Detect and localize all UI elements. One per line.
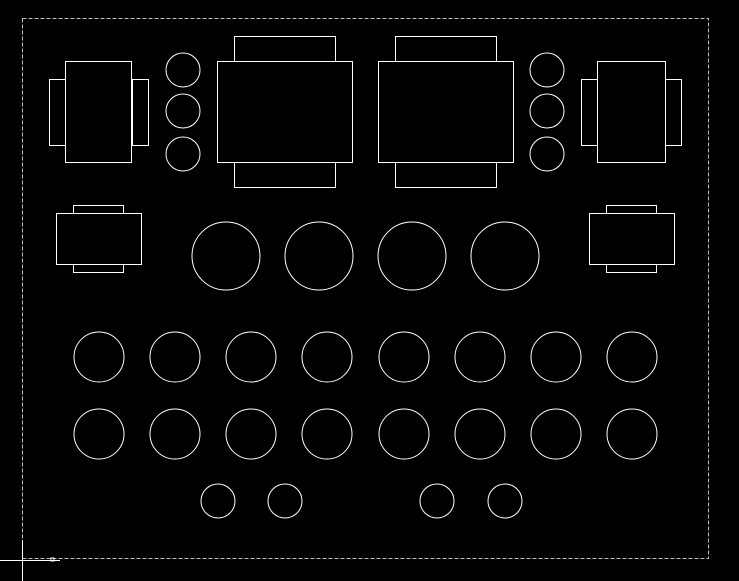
- round-table-medium-1-1: [73, 331, 125, 383]
- small-armchair-back-bottom: [606, 264, 657, 273]
- stool-right-1: [529, 52, 565, 88]
- round-stool-small-1: [200, 483, 236, 519]
- sofa-back-bottom: [395, 162, 497, 188]
- stool-right-3: [529, 136, 565, 172]
- small-armchair-seat: [56, 213, 142, 265]
- small-armchair-back-bottom: [73, 264, 124, 273]
- armchair-arm-right: [665, 79, 682, 146]
- round-stool-small-4: [487, 483, 523, 519]
- round-table-medium-2-8: [606, 408, 658, 460]
- round-table-medium-1-5: [378, 331, 430, 383]
- round-table-medium-1-4: [301, 331, 353, 383]
- round-table-medium-2-1: [73, 408, 125, 460]
- small-armchair-back-top: [73, 205, 124, 214]
- round-table-medium-2-6: [454, 408, 506, 460]
- round-table-large-2: [284, 221, 354, 291]
- round-table-row-2: [73, 408, 658, 460]
- round-table-medium-2-4: [301, 408, 353, 460]
- armchair-arm-left: [49, 79, 66, 146]
- small-armchair-left: [56, 205, 142, 273]
- armchair-top-right: [581, 61, 682, 163]
- round-table-medium-2-5: [378, 408, 430, 460]
- round-table-medium-1-7: [530, 331, 582, 383]
- stool-right-2: [529, 93, 565, 129]
- round-table-medium-2-7: [530, 408, 582, 460]
- sofa-back-top: [234, 36, 336, 62]
- sofa-set-left: [217, 36, 353, 188]
- stool-left-1: [165, 52, 201, 88]
- round-table-large-1: [191, 221, 261, 291]
- sofa-back-top: [395, 36, 497, 62]
- armchair-seat: [65, 61, 132, 163]
- round-table-medium-1-6: [454, 331, 506, 383]
- armchair-arm-right: [132, 79, 149, 146]
- round-table-medium-1-2: [149, 331, 201, 383]
- small-armchair-back-top: [606, 205, 657, 214]
- drawing-border: [22, 18, 709, 559]
- armchair-top-left: [49, 61, 149, 163]
- armchair-seat: [597, 61, 666, 163]
- small-armchair-seat: [589, 213, 675, 265]
- small-armchair-right: [589, 205, 675, 273]
- round-table-large-4: [470, 221, 540, 291]
- stool-left-3: [165, 136, 201, 172]
- round-table-medium-2-3: [225, 408, 277, 460]
- sofa-table: [378, 61, 514, 163]
- round-table-medium-1-8: [606, 331, 658, 383]
- round-table-medium-1-3: [225, 331, 277, 383]
- ucs-marker: [50, 557, 55, 562]
- round-table-medium-2-2: [149, 408, 201, 460]
- round-stool-small-2: [267, 483, 303, 519]
- round-stool-small-3: [419, 483, 455, 519]
- sofa-set-right: [378, 36, 514, 188]
- round-table-row-1: [73, 331, 658, 383]
- round-table-large-3: [377, 221, 447, 291]
- sofa-table: [217, 61, 353, 163]
- stool-left-2: [165, 93, 201, 129]
- sofa-back-bottom: [234, 162, 336, 188]
- armchair-arm-left: [581, 79, 598, 146]
